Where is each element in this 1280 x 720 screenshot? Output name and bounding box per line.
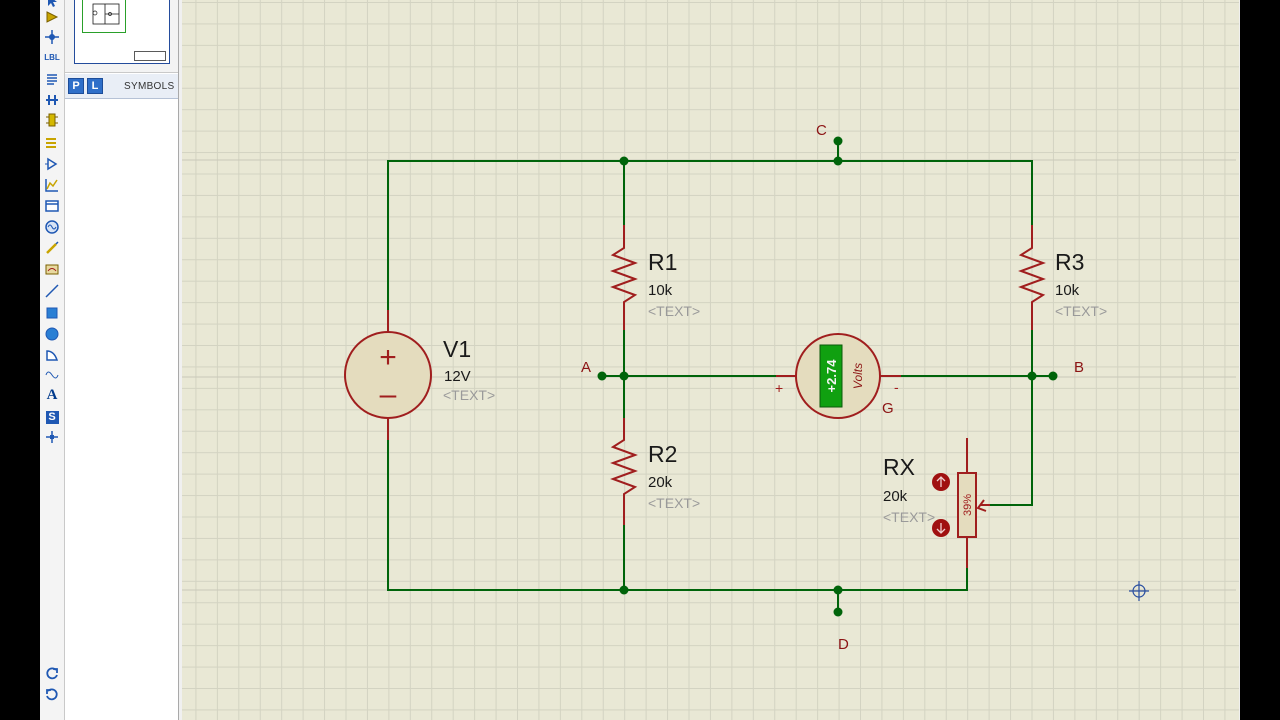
- component-mode-icon[interactable]: [42, 8, 62, 26]
- voltmeter-plus-terminal: +: [775, 380, 783, 396]
- junction-dot: [833, 156, 843, 166]
- marker-tool-icon[interactable]: [42, 428, 62, 446]
- rx-label[interactable]: RX: [883, 454, 915, 480]
- up-arrow-icon: [936, 476, 946, 487]
- rotate-clockwise-icon[interactable]: [42, 665, 62, 683]
- screen-border-right: [1240, 0, 1280, 720]
- schematic-drawing[interactable]: + – V1 12V <TEXT> R1 10k <TEXT> R2 20k <…: [182, 0, 1239, 720]
- overview-title-block: [134, 51, 166, 61]
- r1-text-placeholder[interactable]: <TEXT>: [648, 303, 700, 319]
- node-c-terminal[interactable]: [833, 136, 843, 146]
- terminals-icon[interactable]: [42, 134, 62, 152]
- node-d-label[interactable]: D: [838, 636, 849, 653]
- device-picker-bar: P L SYMBOLS: [65, 74, 178, 99]
- resistor-r1[interactable]: [610, 225, 638, 330]
- screen-border-left: [0, 0, 40, 720]
- device-pins-icon[interactable]: [42, 155, 62, 173]
- arc-tool-icon[interactable]: [42, 346, 62, 364]
- junction-dot-icon[interactable]: [42, 28, 62, 46]
- crosshair-cursor-icon: [1129, 581, 1149, 601]
- junction-dot: [619, 156, 629, 166]
- dc-voltmeter[interactable]: +2.74 Volts + -: [775, 333, 901, 419]
- rx-value[interactable]: 20k: [883, 488, 908, 505]
- node-b-terminal[interactable]: [1048, 371, 1058, 381]
- path-tool-icon[interactable]: [42, 366, 62, 384]
- voltmeter-display: [819, 344, 843, 408]
- generator-icon[interactable]: [42, 218, 62, 236]
- voltage-probe-icon[interactable]: [42, 239, 62, 257]
- wire-label-text: LBL: [44, 52, 60, 62]
- symbol-tool-icon[interactable]: S: [42, 408, 62, 426]
- r2-label[interactable]: R2: [648, 441, 677, 467]
- voltage-source-v1[interactable]: + –: [344, 310, 432, 440]
- overview-window[interactable]: [65, 0, 178, 73]
- text-tool-glyph: A: [46, 386, 58, 403]
- overview-circuit-thumbnail: [92, 3, 120, 25]
- junctions: [597, 136, 1058, 617]
- resistor-r2[interactable]: [610, 418, 638, 525]
- selection-mode-icon[interactable]: [42, 0, 62, 10]
- junction-dot: [619, 585, 629, 595]
- wire-label-icon[interactable]: LBL: [42, 48, 62, 66]
- overview-view-box[interactable]: [82, 0, 126, 33]
- object-selector-panel: P L SYMBOLS: [65, 0, 179, 720]
- line-tool-icon[interactable]: [42, 282, 62, 300]
- rotate-anticlockwise-icon[interactable]: [42, 686, 62, 704]
- circle-tool-icon[interactable]: [42, 325, 62, 343]
- node-d-terminal[interactable]: [833, 607, 843, 617]
- text-script-icon[interactable]: [42, 70, 62, 88]
- overview-sheet[interactable]: [74, 0, 170, 64]
- junction-dot: [619, 371, 629, 381]
- r2-text-placeholder[interactable]: <TEXT>: [648, 495, 700, 511]
- mode-toolbar: LBL: [40, 0, 92, 720]
- r3-text-placeholder[interactable]: <TEXT>: [1055, 303, 1107, 319]
- junction-dot: [1027, 371, 1037, 381]
- node-b-label[interactable]: B: [1074, 359, 1084, 376]
- potentiometer-rx[interactable]: 39%: [932, 438, 990, 568]
- symbol-tool-glyph: S: [45, 410, 59, 424]
- graph-mode-icon[interactable]: [42, 176, 62, 194]
- voltmeter-ref-label[interactable]: G: [882, 400, 894, 417]
- pick-devices-button[interactable]: P: [68, 78, 84, 94]
- object-list[interactable]: [65, 99, 178, 720]
- text-tool-icon[interactable]: A: [42, 386, 62, 404]
- wire-r3-rx[interactable]: [990, 314, 1033, 506]
- rx-wiper-arrow: [976, 499, 990, 512]
- schematic-canvas[interactable]: + – V1 12V <TEXT> R1 10k <TEXT> R2 20k <…: [182, 0, 1239, 720]
- r3-label[interactable]: R3: [1055, 249, 1084, 275]
- junction-dot: [833, 585, 843, 595]
- subcircuit-icon[interactable]: [42, 111, 62, 129]
- wire-top[interactable]: [387, 160, 1033, 330]
- r1-label[interactable]: R1: [648, 249, 677, 275]
- v1-text-placeholder[interactable]: <TEXT>: [443, 387, 495, 403]
- source-minus-sign: –: [380, 378, 397, 411]
- voltmeter-reading: +2.74: [824, 359, 839, 393]
- node-c-label[interactable]: C: [816, 122, 827, 139]
- source-plus-sign: +: [379, 341, 397, 374]
- wire-bottom[interactable]: [387, 420, 968, 591]
- r2-value[interactable]: 20k: [648, 474, 673, 491]
- down-arrow-icon: [936, 523, 946, 534]
- node-a-label[interactable]: A: [581, 359, 591, 376]
- tape-recorder-icon[interactable]: [42, 197, 62, 215]
- rx-percent-readout: 39%: [962, 494, 974, 516]
- resistor-r3[interactable]: [1018, 225, 1046, 330]
- r1-value[interactable]: 10k: [648, 282, 673, 299]
- node-a-terminal[interactable]: [597, 371, 607, 381]
- v1-value[interactable]: 12V: [444, 368, 471, 385]
- r3-value[interactable]: 10k: [1055, 282, 1080, 299]
- library-manager-button[interactable]: L: [87, 78, 103, 94]
- voltmeter-unit: Volts: [851, 363, 865, 389]
- virtual-instruments-icon[interactable]: [42, 260, 62, 278]
- symbols-tab-label: SYMBOLS: [124, 80, 175, 92]
- box-tool-icon[interactable]: [42, 304, 62, 322]
- rx-text-placeholder[interactable]: <TEXT>: [883, 509, 935, 525]
- v1-label[interactable]: V1: [443, 336, 471, 362]
- voltmeter-minus-terminal: -: [894, 379, 899, 395]
- buses-icon[interactable]: [42, 90, 62, 108]
